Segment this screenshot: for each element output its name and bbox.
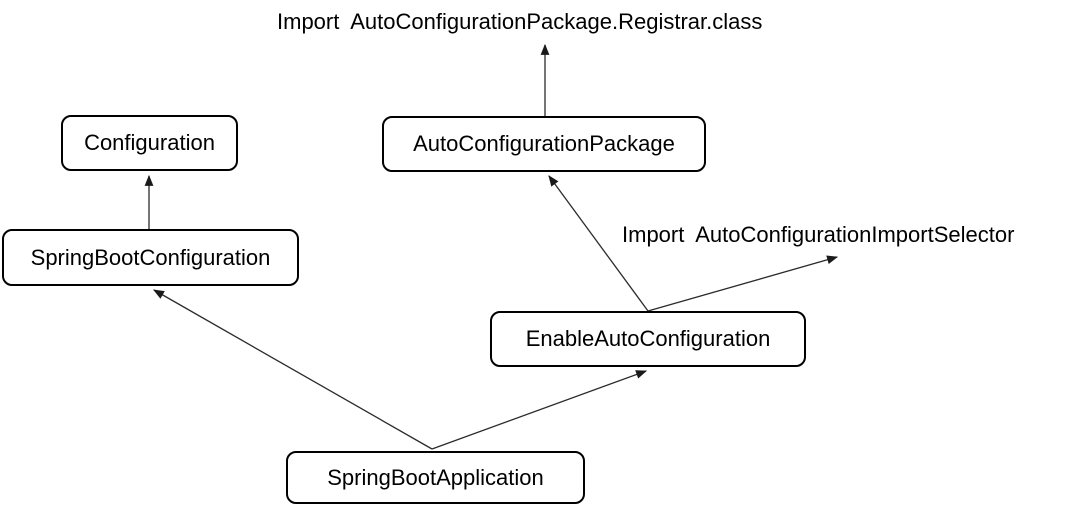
arrow-enableautoconfiguration-to-selector-label: [647, 255, 839, 312]
annotation-import-registrar: Import AutoConfigurationPackage.Registra…: [277, 9, 763, 34]
node-spring-boot-application-label: SpringBootApplication: [327, 464, 544, 490]
node-configuration: Configuration: [61, 115, 238, 171]
arrow-springbootapplication-to-enableautoconfiguration: [431, 370, 648, 450]
arrow-springbootapplication-to-springbootconfiguration: [153, 289, 433, 450]
node-spring-boot-configuration: SpringBootConfiguration: [2, 229, 299, 286]
node-enable-auto-configuration-label: EnableAutoConfiguration: [525, 326, 771, 351]
node-auto-configuration-package: AutoConfigurationPackage: [382, 116, 706, 172]
node-spring-boot-configuration-label: SpringBootConfiguration: [30, 244, 271, 270]
node-spring-boot-application: SpringBootApplication: [286, 451, 585, 504]
node-auto-configuration-package-label: AutoConfigurationPackage: [413, 131, 675, 156]
annotation-import-selector: Import AutoConfigurationImportSelector: [622, 222, 1015, 247]
arrow-enableautoconfiguration-to-autoconfigurationpackage: [548, 175, 649, 312]
node-enable-auto-configuration: EnableAutoConfiguration: [490, 311, 806, 367]
node-configuration-label: Configuration: [84, 130, 215, 155]
